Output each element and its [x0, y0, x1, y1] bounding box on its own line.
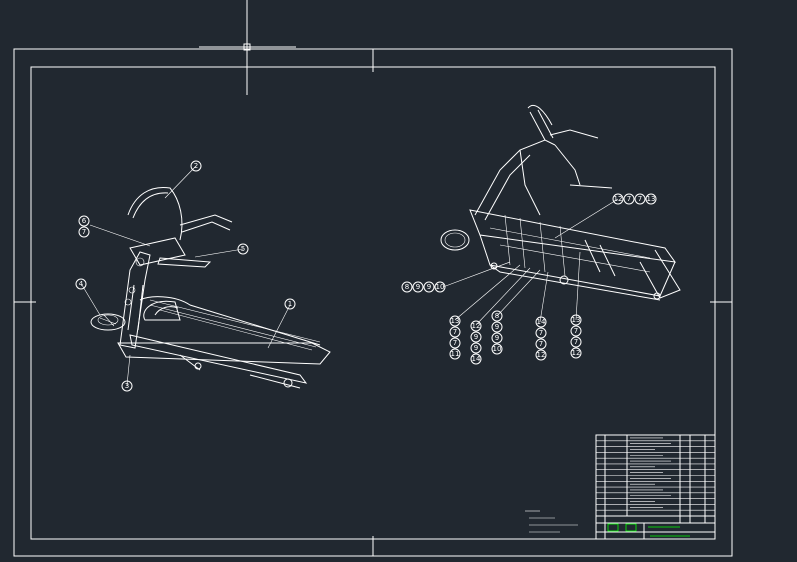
callout: 14	[537, 318, 546, 326]
callouts-left: 2 6 7 4 5 1 3	[75, 160, 296, 392]
technical-notes	[525, 510, 578, 533]
callout: 7	[453, 339, 457, 347]
callout: 14	[472, 355, 481, 363]
callout: 12	[614, 195, 623, 203]
treadmill-underside-view	[440, 104, 681, 326]
callout: 12	[472, 322, 481, 330]
callout-4: 4	[79, 280, 84, 288]
callout-5: 5	[241, 245, 245, 253]
callout: 7	[574, 338, 578, 346]
callout: 8	[495, 312, 499, 320]
callout: 13	[647, 195, 656, 203]
callout: 9	[416, 283, 420, 291]
callout: 9	[495, 323, 499, 331]
callout: 7	[539, 329, 543, 337]
callout: 11	[451, 350, 460, 358]
callout-7: 7	[82, 228, 86, 236]
centering-marks	[14, 49, 732, 556]
callout: 10	[493, 345, 502, 353]
callout-1: 1	[288, 300, 292, 308]
callout: 9	[474, 333, 478, 341]
callout: 7	[574, 327, 578, 335]
callout: 9	[495, 334, 499, 342]
outer-frame	[13, 48, 733, 557]
callout: 9	[427, 283, 431, 291]
callouts-right: 12 7 7 13 8 9 9 10 13 7 7 11 12 9 9 14 8…	[401, 193, 657, 365]
callout: 10	[436, 283, 445, 291]
callout: 8	[405, 283, 409, 291]
callout: 7	[638, 195, 642, 203]
crosshair-cursor[interactable]	[199, 0, 296, 95]
callout: 7	[539, 340, 543, 348]
callout-3: 3	[125, 382, 129, 390]
callout: 12	[537, 351, 546, 359]
callout: 13	[572, 316, 581, 324]
callout-2: 2	[194, 162, 198, 170]
callout: 7	[627, 195, 631, 203]
callout: 13	[451, 317, 460, 325]
callout-6: 6	[82, 217, 87, 225]
callout: 12	[572, 349, 581, 357]
inner-frame	[30, 66, 716, 540]
title-block	[595, 434, 716, 540]
treadmill-front-view	[81, 165, 331, 389]
callout: 7	[453, 328, 457, 336]
callout: 9	[474, 344, 478, 352]
